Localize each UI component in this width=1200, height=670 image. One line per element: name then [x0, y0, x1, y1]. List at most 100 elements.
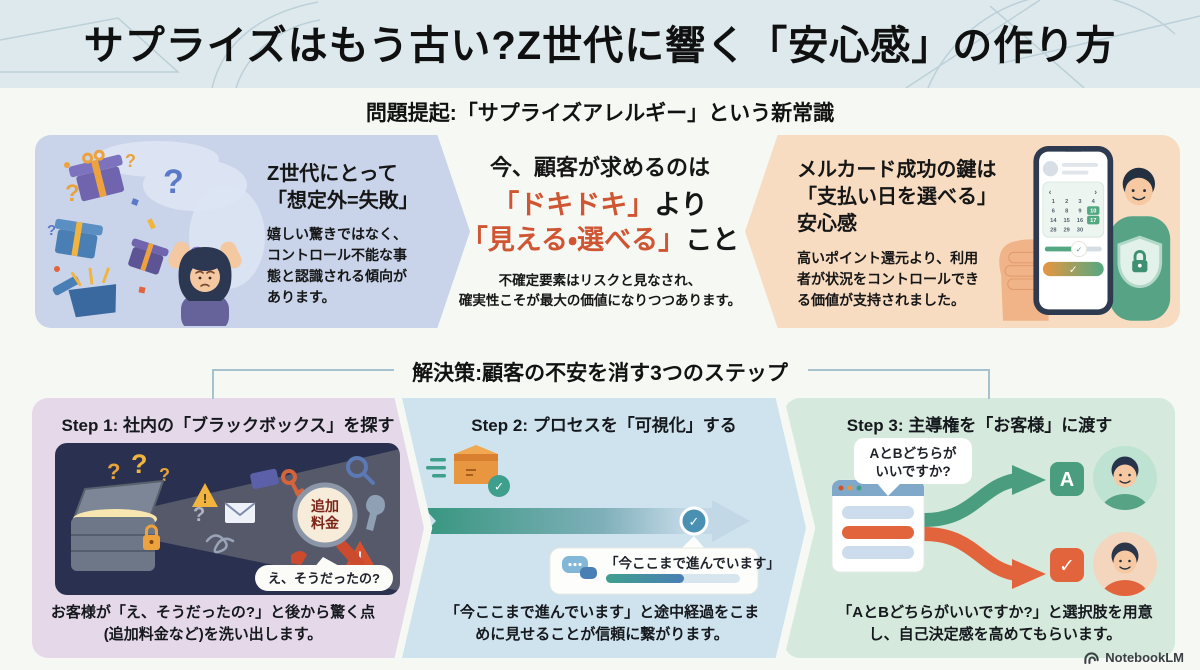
hand-holding-phone [999, 239, 1049, 321]
panel-body: 嬉しい驚きではなく、コントロール不能な事態と認識される傾向があります。 [267, 226, 407, 305]
status-bubble-card: 「今ここまで進んでいます」 [549, 536, 780, 595]
progress-visualization-illustration: ✓ ✓ 「今ここまで進んでいます」 [424, 445, 780, 595]
question-icon: ? [193, 504, 205, 526]
phone-calendar-illustration: ‹ › 1 2 3 4 6 8 9 10 14 15 [999, 145, 1171, 321]
question-icon: ? [125, 151, 136, 171]
svg-text:10: 10 [1090, 208, 1096, 214]
avatar-customer-a [1093, 446, 1157, 510]
wallet-icon [250, 468, 279, 489]
fee-badge-line2: 料金 [311, 515, 340, 531]
svg-text:9: 9 [1078, 208, 1081, 214]
question-icon: ? [159, 465, 170, 485]
wrench-icon [366, 494, 385, 531]
magnifier-small-icon [346, 456, 375, 485]
problem-panel-gen-z: ? ? ? ? ? Z世代にとって 「想定外=失敗」 [35, 135, 470, 328]
svg-text:15: 15 [1063, 218, 1069, 224]
step-1-caption: お客様が「え、そうだったの?」と後から驚く点(追加料金など)を洗い出します。 [50, 604, 376, 643]
question-icon: ? [131, 449, 148, 479]
choice-speech-bubble: AとBどちらが いいですか? [854, 438, 972, 496]
problem-section-heading: 問題提起:「サプライズアレルギー」という新常識 [365, 102, 835, 125]
step-2-title: Step 2: プロセスを「可視化」する [471, 416, 737, 435]
claim-line-1: 今、顧客が求めるのは [489, 155, 710, 180]
footer-brand-label: NotebookLM [1105, 650, 1184, 665]
check-icon: ✓ [1059, 556, 1075, 577]
claim-line-2: 「ドキドキ」より [492, 190, 708, 220]
gift-box-icon [128, 238, 169, 275]
solution-section-heading: 解決策:顧客の不安を消す3つのステップ [412, 362, 788, 385]
solution-bracket-right [808, 369, 990, 399]
svg-text:3: 3 [1078, 199, 1081, 205]
claim-body: 不確定要素はリスクと見なされ、 確実性こそが最大の価値になりつつあります。 [458, 273, 742, 309]
check-icon: ✓ [1069, 265, 1078, 276]
svg-text:30: 30 [1077, 227, 1083, 233]
question-icon: ? [107, 459, 120, 484]
step-1-panel: Step 1: 社内の「ブラックボックス」を探す ? ? ? ? ! [32, 398, 424, 658]
gift-box-icon [68, 149, 125, 202]
step-2-panel: Step 2: プロセスを「可視化」する ✓ [402, 398, 806, 658]
panel-title: Z世代にとって 「想定外=失敗」 [267, 163, 419, 212]
slider-widget: ✓ [1044, 240, 1102, 258]
svg-text:28: 28 [1050, 227, 1056, 233]
question-icon: ? [189, 241, 205, 271]
svg-text:え、そうだったの?: え、そうだったの? [268, 571, 380, 586]
step-3-title: Step 3: 主導権を「お客様」に渡す [846, 416, 1113, 435]
surprise-gifts-illustration: ? ? ? ? ? [47, 141, 265, 326]
center-claim: 今、顧客が求めるのは 「ドキドキ」より 「見える・選べる」こと 不確定要素はリス… [450, 150, 750, 312]
red-ribbon-icon [291, 551, 307, 565]
question-icon: ? [163, 163, 184, 201]
scribble-icon [205, 534, 235, 554]
svg-text:A: A [1060, 469, 1074, 491]
browser-card [831, 479, 925, 573]
svg-text:16: 16 [1077, 218, 1083, 224]
progress-check-marker: ✓ [679, 506, 709, 536]
gift-box-open-icon [52, 267, 117, 318]
check-icon: ✓ [1076, 245, 1082, 254]
question-icon: ? [47, 222, 56, 239]
option-a-tile: A [1050, 462, 1084, 496]
status-bubble-text: 「今ここまで進んでいます」 [605, 555, 780, 571]
check-icon: ✓ [689, 514, 700, 529]
question-icon: ? [65, 180, 80, 207]
magnifier-fee-badge: 追加 料金 [292, 482, 365, 570]
smiling-man-illustration [1109, 167, 1171, 321]
footer-brand: NotebookLM [1083, 650, 1184, 665]
choice-branching-illustration: AとBどちらが いいですか? A ✓ [831, 438, 1157, 596]
title-band: サプライズはもう古い?Z世代に響く「安心感」の作り方 [0, 0, 1200, 88]
choice-arrowhead-green [1012, 465, 1046, 495]
shipping-box-icon: ✓ [426, 445, 510, 497]
stressed-woman-illustration [168, 241, 242, 326]
svg-text:29: 29 [1063, 227, 1069, 233]
gift-box-icon [54, 218, 103, 259]
shield-lock-icon [1117, 235, 1163, 288]
bubble-line-1: AとBどちらが [870, 445, 957, 461]
fee-badge-line1: 追加 [311, 498, 339, 514]
svg-text:!: ! [358, 548, 363, 564]
option-check-tile: ✓ [1050, 548, 1084, 582]
svg-text:14: 14 [1050, 218, 1057, 224]
choice-arrow-orange [923, 527, 1018, 581]
solution-bracket-left [212, 369, 394, 399]
panel-title: メルカード成功の鍵は 「支払い日を選べる」 安心感 [797, 159, 997, 235]
problem-panel-mercard: メルカード成功の鍵は 「支払い日を選べる」 安心感 高いポイント還元より、利用者… [745, 135, 1180, 328]
choice-arrowhead-orange [1012, 559, 1046, 589]
bubble-line-2: いいですか? [875, 464, 950, 479]
step-2-caption: 「今ここまで進んでいます」と途中経過をこまめに見せることが信頼に繋がります。 [444, 604, 760, 643]
svg-text:2: 2 [1065, 199, 1068, 205]
calendar-next-icon: › [1094, 186, 1097, 196]
panel-body: 高いポイント還元より、利用者が状況をコントロールできる価値が支持されました。 [797, 250, 979, 308]
step-1-title: Step 1: 社内の「ブラックボックス」を探す [61, 416, 395, 435]
step-3-panel: Step 3: 主導権を「お客様」に渡す AとBど [784, 398, 1175, 658]
svg-text:8: 8 [1065, 208, 1068, 214]
check-icon: ✓ [494, 480, 504, 494]
treasure-chest-illustration [71, 479, 165, 571]
svg-text:6: 6 [1052, 208, 1055, 214]
step-3-caption: 「AとBどちらがいいですか?」と選択肢を用意し、自己決定感を高めてもらいます。 [837, 604, 1153, 643]
svg-text:1: 1 [1052, 199, 1055, 205]
surprise-speech-bubble: え、そうだったの? [255, 557, 393, 591]
warning-triangle-red-icon: ! [346, 541, 374, 565]
key-icon [281, 469, 307, 503]
calendar-prev-icon: ‹ [1049, 186, 1052, 196]
notebooklm-logo-icon [1084, 652, 1099, 664]
choice-arrow-green [923, 473, 1018, 527]
